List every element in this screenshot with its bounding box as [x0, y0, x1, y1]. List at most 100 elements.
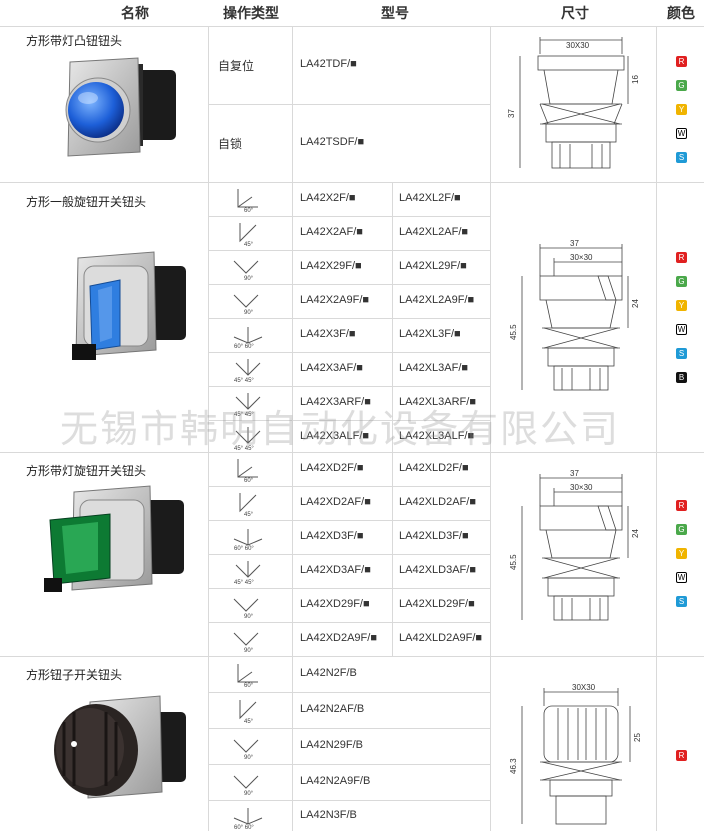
dim-width-label: 30X30: [572, 683, 596, 692]
angle-icon: 90°: [233, 294, 259, 315]
model-number-alt: LA42XL2F/■: [399, 192, 461, 204]
table-line: [0, 656, 704, 657]
model-number-alt: LA42XL2AF/■: [399, 226, 469, 238]
rotary-switch-image: [72, 251, 186, 360]
angle-icon: 60° 60°: [233, 807, 263, 830]
color-chip-s: S: [676, 596, 687, 607]
model-number-alt: LA42XLD3F/■: [399, 530, 469, 542]
model-number: LA42X2A9F/■: [300, 294, 370, 306]
color-chip-y: Y: [676, 548, 687, 559]
model-number: LA42XD29F/■: [300, 598, 370, 610]
svg-text:90°: 90°: [244, 791, 254, 796]
model-number: LA42N2A9F/B: [300, 775, 371, 787]
svg-text:60°: 60°: [244, 683, 254, 688]
model-number: LA42XD2F/■: [300, 462, 364, 474]
dim-top-label: 37: [570, 469, 579, 478]
dim-sub-label: 24: [631, 299, 640, 308]
model-number-alt: LA42XL3AF/■: [399, 362, 469, 374]
row-line: [208, 692, 490, 693]
angle-icon: 45° 45°: [234, 393, 261, 417]
op-type-label: 自锁: [218, 137, 243, 151]
dim-sub-label: 16: [631, 75, 640, 84]
svg-text:45° 45°: 45° 45°: [234, 446, 254, 451]
model-number: LA42X3ARF/■: [300, 396, 371, 408]
svg-text:45°: 45°: [244, 719, 254, 724]
color-chip-r: R: [676, 56, 687, 67]
model-number: LA42X3F/■: [300, 328, 356, 340]
model-number: LA42N2AF/B: [300, 703, 365, 715]
table-line: [392, 182, 393, 656]
model-number: LA42XD3F/■: [300, 530, 364, 542]
dim-height-label: 45.5: [509, 324, 518, 340]
model-number-alt: LA42XL29F/■: [399, 260, 467, 272]
model-number-alt: LA42XL3F/■: [399, 328, 461, 340]
row-line: [208, 622, 490, 623]
svg-text:45°: 45°: [244, 242, 254, 247]
model-number: LA42X2F/■: [300, 192, 356, 204]
angle-icon: 60°: [237, 664, 258, 688]
model-number: LA42X3AF/■: [300, 362, 363, 374]
dim-width-label: 30×30: [570, 483, 593, 492]
dim-width-label: 30×30: [570, 253, 593, 262]
model-number-alt: LA42XLD29F/■: [399, 598, 475, 610]
svg-text:90°: 90°: [244, 614, 254, 619]
row-line: [208, 728, 490, 729]
svg-text:45°: 45°: [244, 512, 254, 517]
row-line: [208, 284, 490, 285]
angle-icon: 45°: [239, 700, 257, 724]
knob-switch-image: [54, 695, 186, 799]
angle-icon: 90°: [233, 739, 259, 760]
row-line: [208, 420, 490, 421]
color-chip-w: W: [676, 324, 687, 335]
section-title: 方形带灯凸钮钮头: [26, 34, 123, 48]
angle-icon: 45°: [239, 223, 257, 247]
angle-icon: 60° 60°: [233, 529, 263, 551]
section-title: 方形钮子开关钮头: [26, 668, 123, 682]
model-number: LA42X29F/■: [300, 260, 362, 272]
svg-text:60°: 60°: [244, 478, 254, 483]
color-chip-r: R: [676, 252, 687, 263]
angle-icon: 90°: [233, 632, 259, 653]
model-number-alt: LA42XLD2F/■: [399, 462, 469, 474]
row-line: [208, 386, 490, 387]
svg-text:90°: 90°: [244, 648, 254, 653]
header-size: 尺寸: [561, 6, 589, 22]
row-line: [208, 554, 490, 555]
table-line: [490, 26, 491, 831]
dim-height-label: 45.5: [509, 554, 518, 570]
row-line: [208, 352, 490, 353]
dim-top-label: 37: [570, 239, 579, 248]
model-number: LA42N2F/B: [300, 667, 357, 679]
svg-text:60°: 60°: [244, 208, 254, 213]
svg-text:60° 60°: 60° 60°: [234, 546, 254, 551]
color-chip-y: Y: [676, 300, 687, 311]
color-chip-g: G: [676, 276, 687, 287]
model-number: LA42X2AF/■: [300, 226, 363, 238]
svg-text:45° 45°: 45° 45°: [234, 378, 254, 383]
color-chip-g: G: [676, 80, 687, 91]
svg-text:60° 60°: 60° 60°: [234, 825, 254, 830]
dim-height-label: 46.3: [509, 758, 518, 774]
angle-icon: 90°: [233, 260, 259, 281]
model-number: LA42XD3AF/■: [300, 564, 371, 576]
model-number: LA42N3F/B: [300, 808, 357, 821]
model-number-alt: LA42XL2A9F/■: [399, 294, 475, 306]
row-line: [208, 104, 490, 105]
header-name: 名称: [121, 6, 149, 22]
dimension-drawing: 37 30×30 45.5 24: [509, 239, 640, 391]
dim-sub-label: 24: [631, 529, 640, 538]
model-number-alt: LA42XLD3AF/■: [399, 564, 476, 576]
angle-icon: 45° 45°: [234, 426, 261, 451]
header-model: 型号: [381, 6, 409, 22]
color-chip-w: W: [676, 128, 687, 139]
row-line: [208, 588, 490, 589]
model-number: LA42X3ALF/■: [300, 429, 370, 442]
color-chip-y: Y: [676, 104, 687, 115]
section-title: 方形一般旋钮开关钮头: [26, 195, 147, 209]
svg-text:60° 60°: 60° 60°: [234, 344, 254, 349]
color-chip-g: G: [676, 524, 687, 535]
table-line: [0, 452, 704, 453]
table-line: [0, 182, 704, 183]
color-chip-w: W: [676, 572, 687, 583]
row-line: [208, 216, 490, 217]
